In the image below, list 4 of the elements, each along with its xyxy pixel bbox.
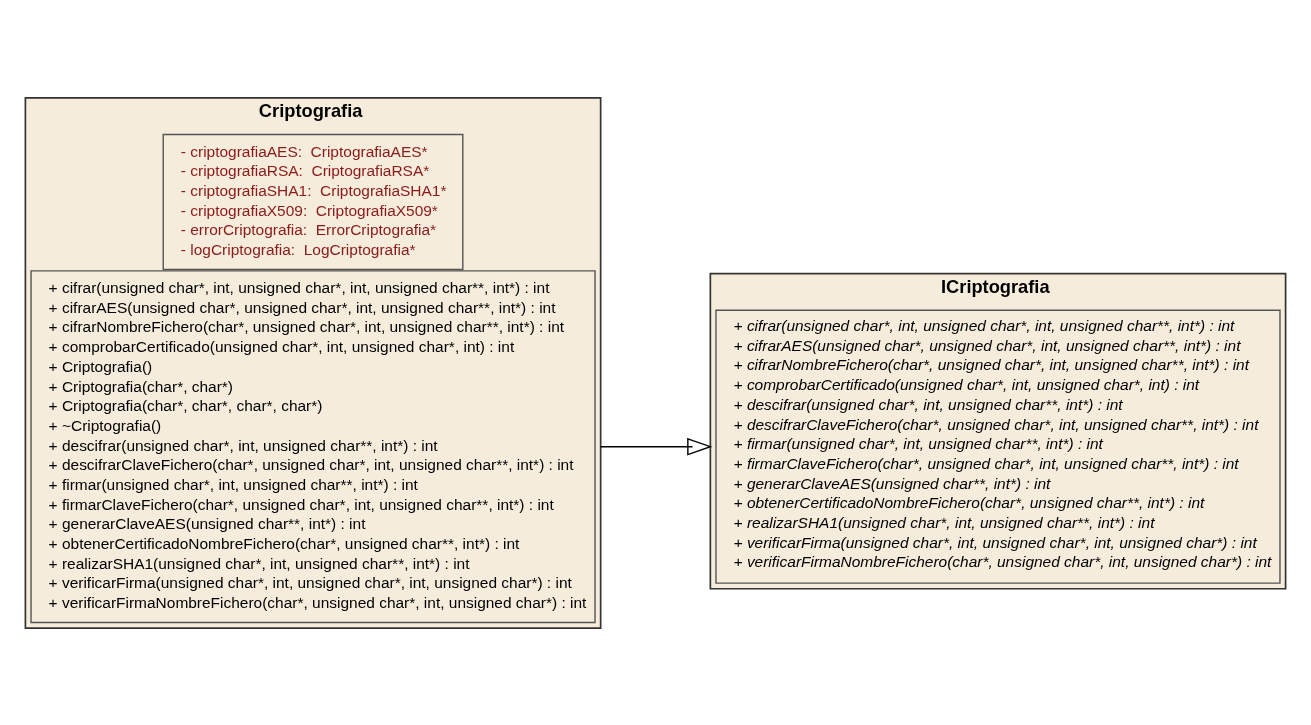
node-box: + cifrar(unsigned char*, int, unsigned char*, int, unsigned char**, int*) : int + cifrarAES(unsigned char*, unsigned char*, int, unsigned char**, int*) : int + cifrarNombreFichero(char*, unsigned char*, int, unsigned char**, int*) : int + comprobarCertificado(unsigned char*, int, unsigned char*, int) : int + descifrar(unsigned char*, int, unsigned char**, int*) : int + descifrarClaveFichero(char*, unsigned char*, int, unsigned char**, int*) : int + firmar(unsigned char*, int, unsigned char**, int*) : int + firmarClaveFichero(char*, unsigned char*, int, unsigned char**, int*) : int + generarClaveAES(unsigned char**, int*) : int + obtenerCertificadoNombreFichero(char*, unsigned char**, int*) : int + realizarSHA1(unsigned char*, int, unsigned char**, int*) : int + verificarFirma(unsigned char*, int, unsigned char*, int, unsigned char*) : int + verificarFirmaNombreFichero(char*, unsigned char*, int, unsigned char*) : int	[715, 309, 1281, 584]
node-box: + cifrar(unsigned char*, int, unsigned char*, int, unsigned char**, int*) : int + cifrarAES(unsigned char*, unsigned char*, int, unsigned char**, int*) : int + cifrarNombreFichero(char*, unsigned char*, int, unsigned char**, int*) : int + comprobarCertificado(unsigned char*, int, unsigned char*, int) : int + Criptografia() + Criptografia(char*, char*) + Criptografia(char*, char*, char*, char*) + ~Criptografia() + descifrar(unsigned char*, int, unsigned char**, int*) : int + descifrarClaveFichero(char*, unsigned char*, int, unsigned char**, int*) : int + firmar(unsigned char*, int, unsigned char**, int*) : int + firmarClaveFichero(char*, unsigned char*, int, unsigned char**, int*) : int + generarClaveAES(unsigned char**, int*) : int + obtenerCertificadoNombreFichero(char*, unsigned char**, int*) : int + realizarSHA1(unsigned char*, int, unsigned char**, int*) : int + verificarFirma(unsigned char*, int, unsigned char*, int, unsigned char*) : int + verificarFirmaNombreFichero(char*, unsigned char*, int, unsigned char*) : int	[30, 269, 596, 623]
arrow	[599, 437, 713, 456]
node-box: - criptografiaAES: CriptografiaAES* - criptografiaRSA: CriptografiaRSA* - criptografiaSHA1: CriptografiaSHA1* - criptografiaX509: CriptografiaX509* - errorCriptografia: ErrorCriptografia* - logCriptografia: LogCriptografia*	[162, 133, 464, 270]
